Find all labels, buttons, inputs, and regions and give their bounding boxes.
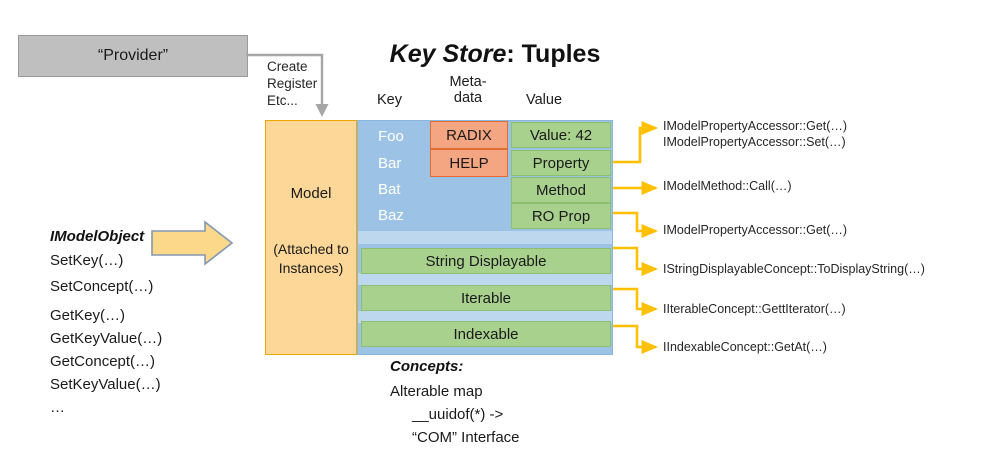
create-line-1: Create <box>267 59 308 74</box>
column-header-metadata-line1: Meta- <box>449 74 487 90</box>
connector-indexable <box>613 324 659 355</box>
row-band-1 <box>358 231 612 244</box>
create-line-3: Etc... <box>267 93 298 108</box>
model-box <box>265 120 357 355</box>
concepts-title: Concepts: <box>390 358 464 375</box>
row-band-3 <box>358 311 612 323</box>
concepts-line: Alterable map <box>390 383 483 400</box>
imodelobject-method: SetKeyValue(…) <box>50 376 161 393</box>
annotation-string-displayable: IStringDisplayableConcept::ToDisplayStri… <box>663 261 925 277</box>
imodelobject-method: GetKey(…) <box>50 307 126 324</box>
imodelobject-title: IModelObject <box>50 228 145 245</box>
value-cell-roprop: RO Prop <box>511 203 611 229</box>
create-line-2: Register <box>267 76 318 91</box>
imodelobject-method: GetKeyValue(…) <box>50 330 163 347</box>
column-header-metadata: Meta- data <box>440 74 496 106</box>
model-sublabel: (Attached to Instances) <box>265 240 357 278</box>
annotation-line: IModelPropertyAccessor::Get(…) <box>663 119 848 133</box>
model-sublabel-line1: (Attached to <box>273 241 349 257</box>
annotation-line: IModelPropertyAccessor::Get(…) <box>663 223 848 237</box>
connector-roprop <box>613 211 659 239</box>
metadata-cell-radix: RADIX <box>430 121 508 149</box>
imodelobject-method: … <box>50 399 65 416</box>
annotation-line: IIterableConcept::GettIterator(…) <box>663 302 846 316</box>
provider-box: “Provider” <box>18 35 248 77</box>
concepts-line: “COM” Interface <box>412 429 520 446</box>
annotation-property-accessor: IModelPropertyAccessor::Get(…) IModelPro… <box>663 118 847 150</box>
value-cell-value42: Value: 42 <box>511 122 611 148</box>
annotation-line: IStringDisplayableConcept::ToDisplayStri… <box>663 262 925 276</box>
connector-string-displayable <box>613 246 659 277</box>
concept-row-string-displayable: String Displayable <box>361 248 611 274</box>
annotation-model-method: IModelMethod::Call(…) <box>663 178 792 194</box>
connector-property <box>613 120 659 164</box>
model-sublabel-line2: Instances) <box>278 260 344 276</box>
metadata-cell-help: HELP <box>430 149 508 177</box>
value-cell-property: Property <box>511 150 611 176</box>
column-header-key: Key <box>377 92 402 108</box>
imodelobject-method-list: SetKey(…) SetConcept(…) GetKey(…) GetKey… <box>50 252 162 419</box>
annotation-property-accessor-get: IModelPropertyAccessor::Get(…) <box>663 222 847 238</box>
model-label: Model <box>290 185 332 202</box>
imodelobject-method: SetKey(…) <box>50 252 124 269</box>
key-cell: Bar <box>378 155 402 172</box>
provider-label: “Provider” <box>97 47 169 64</box>
annotation-indexable: IIndexableConcept::GetAt(…) <box>663 339 827 355</box>
connector-iterable <box>613 287 659 317</box>
title-rest: : Tuples <box>506 40 601 68</box>
row-band-2 <box>358 273 612 285</box>
annotation-line: IModelMethod::Call(…) <box>663 179 792 193</box>
annotation-line: IIndexableConcept::GetAt(…) <box>663 340 827 354</box>
annotation-iterable: IIterableConcept::GettIterator(…) <box>663 301 846 317</box>
key-cell: Bat <box>378 181 401 198</box>
concepts-line: __uuidof(*) -> <box>412 406 504 423</box>
title-emphasis: Key Store <box>389 40 507 68</box>
imodelobject-method: GetConcept(…) <box>50 353 156 370</box>
annotation-line: IModelPropertyAccessor::Set(…) <box>663 135 846 149</box>
imodelobject-to-model-arrow <box>151 220 234 266</box>
key-cell: Foo <box>378 128 404 145</box>
concepts-body: Alterable map __uuidof(*) -> “COM” Inter… <box>390 380 520 449</box>
value-cell-method: Method <box>511 177 611 203</box>
create-register-label: Create Register Etc... <box>267 58 337 109</box>
concept-row-indexable: Indexable <box>361 321 611 347</box>
column-header-value: Value <box>526 92 563 108</box>
page-title: Key Store: Tuples <box>330 40 660 69</box>
column-header-metadata-line2: data <box>453 90 483 106</box>
imodelobject-method: SetConcept(…) <box>50 278 154 295</box>
concept-row-iterable: Iterable <box>361 285 611 311</box>
key-cell: Baz <box>378 207 404 224</box>
